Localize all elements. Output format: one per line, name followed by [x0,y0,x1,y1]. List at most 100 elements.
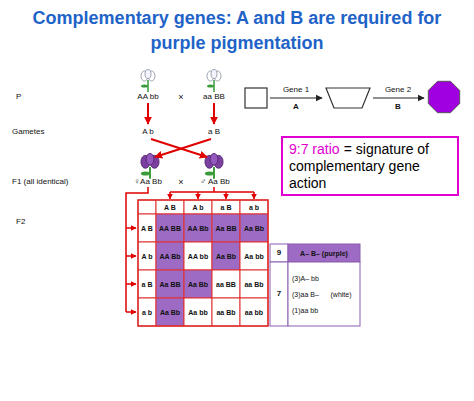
punnett-genotype: Aa bb [244,253,263,260]
punnett-genotype: AA Bb [187,225,208,232]
purple-flower [205,153,223,178]
genotype: aa BB [203,93,225,101]
column-arrow [225,192,227,199]
white-cell [184,298,212,326]
purple-cell [184,214,212,242]
callout-box: 9:7 ratio= signature of complementary ge… [281,136,459,196]
purple-cell [240,214,268,242]
punnett-header: a b [249,204,259,211]
corner-cell [138,200,156,214]
purple-cell [156,242,184,270]
header-cell [212,200,240,214]
white-cell [240,298,268,326]
male-gamete-line [170,191,254,193]
gamete: a B [208,128,220,136]
table-cell [270,244,288,262]
punnett-genotype: aa Bb [244,281,263,288]
header-cell [240,200,268,214]
callout-heading: 9:7 ratio [289,141,340,157]
title: Complementary genes: A and B are require… [7,6,467,56]
row-arrow [126,255,136,257]
punnett-header: a B [142,281,153,288]
white-cell [212,298,240,326]
white-cell [184,242,212,270]
allele-label: B [395,103,401,111]
punnett-header: A B [164,204,176,211]
ratio-table [270,244,360,326]
header-cell [138,298,156,326]
column-arrow [169,192,171,199]
punnett-header: A B [141,225,153,232]
genotype: ♂ Aa Bb [200,178,230,186]
phenotype-class: (1)aa bb [292,307,318,314]
white-flower [207,70,221,93]
white-cell [212,270,240,298]
gamete: A b [142,128,154,136]
punnett-genotype: Aa BB [215,225,236,232]
punnett-header: a b [142,309,152,316]
petal [145,70,151,79]
punnett-header: A b [192,204,203,211]
punnett-arrows [126,187,254,312]
purple-cell [156,214,184,242]
header-cell [138,270,156,298]
phenotype-class: (3)aa B– [292,291,319,298]
generation-label: F1 (all identical) [12,178,68,186]
punnett-genotype: Aa BB [159,281,180,288]
allele-label: A [293,103,299,111]
ratio-number: 9 [277,249,281,257]
phenotype-class: (white) [330,291,351,298]
petal [211,70,217,79]
gamete-arrow [147,103,149,124]
white-cell [240,242,268,270]
table-cell [288,244,360,262]
purple-cell [184,270,212,298]
purple-cell [156,270,184,298]
row-arrow [126,311,136,313]
pigment-octagon [428,81,459,112]
header-cell [184,200,212,214]
punnett-genotype: Aa Bb [160,309,180,316]
gene-label: Gene 1 [283,86,309,94]
punnett-genotype: Aa Bb [188,281,208,288]
table-cell [288,262,360,326]
table-cell [270,262,288,326]
white-flower [141,70,155,93]
punnett-genotype: aa Bb [216,309,235,316]
column-arrow [197,192,199,199]
fertilization-arrow [155,139,211,157]
leaf [141,84,148,87]
fertilization-arrow [151,139,207,157]
header-cell [156,200,184,214]
white-cell [240,270,268,298]
punnett-genotype: aa BB [216,281,236,288]
genotype: ♀Aa Bb [134,178,162,186]
generation-label: Gametes [12,128,44,136]
petal [210,153,218,165]
header-cell [138,242,156,270]
purple-cell [212,214,240,242]
ratio-number: 7 [277,290,281,298]
cross-symbol: × [178,178,183,187]
leaf [207,84,214,87]
punnett-genotype: AA Bb [159,253,180,260]
punnett-genotype: Aa bb [188,309,207,316]
pathway-arrow [373,97,424,98]
cross-arrows [148,103,214,157]
phenotype-class: (3)A– bb [292,275,319,282]
punnett-genotype: AA BB [159,225,181,232]
punnett-genotype: AA bb [188,253,208,260]
genotype: AA bb [137,93,158,101]
punnett-genotype: Aa Bb [244,225,264,232]
generation-label: P [16,93,21,101]
pathway [245,81,460,112]
pathway-arrow [270,97,322,98]
row-arrow [126,227,136,229]
punnett-genotype: Aa Bb [216,253,236,260]
intermediate-trapezoid [326,88,370,108]
gamete-arrow [213,103,215,124]
cross-symbol: × [178,93,183,102]
leaf [141,171,150,175]
